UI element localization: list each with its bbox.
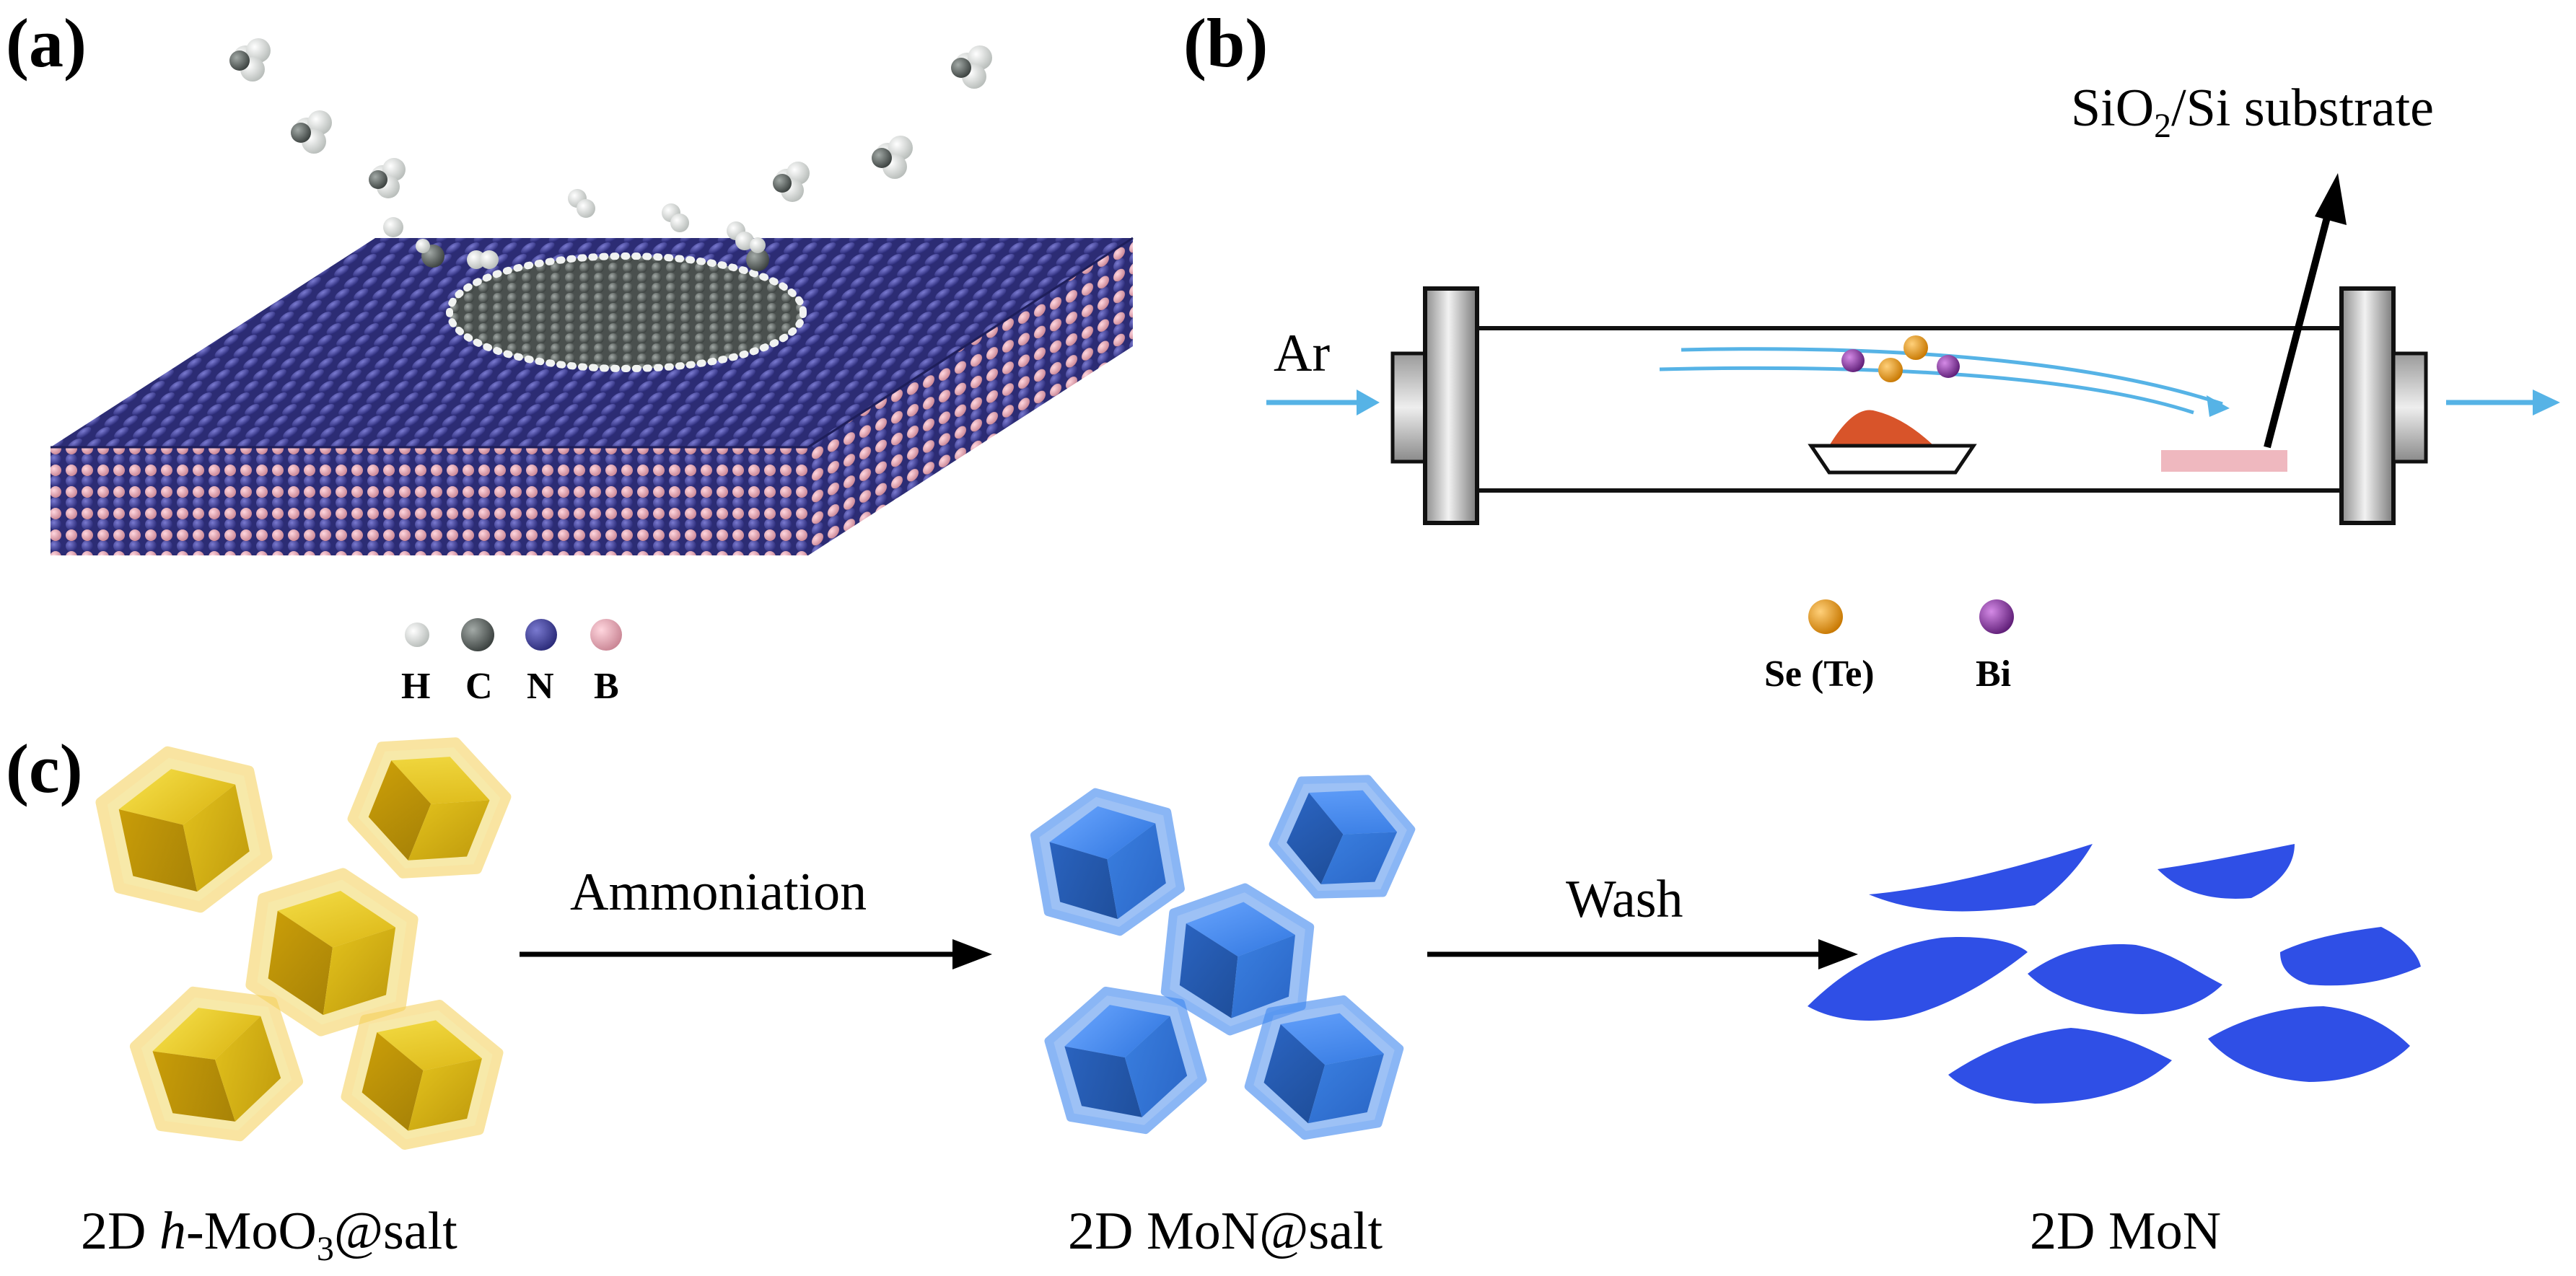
- legend-n: N: [527, 666, 554, 707]
- nitrogen-sphere: [525, 619, 557, 651]
- legend-se-te: Se (Te): [1764, 654, 1875, 695]
- sio2-si-substrate: [2161, 450, 2287, 472]
- legend-h: H: [401, 666, 431, 707]
- mo-o3-salt-cubes: [94, 717, 518, 1161]
- flow-line-upper: [1681, 347, 2223, 406]
- hydrogen-sphere: [405, 622, 429, 647]
- carbon-sphere: [461, 618, 494, 651]
- legend-bi: Bi: [1976, 654, 2012, 695]
- se-atom: [1903, 335, 1928, 360]
- mon-nanosheets: [1808, 844, 2421, 1104]
- right-flange: [2339, 286, 2396, 525]
- ammoniation-label: Ammoniation: [570, 863, 867, 922]
- left-flange: [1423, 286, 1479, 525]
- graphene-island: [446, 252, 807, 372]
- bi-legend-sphere: [1979, 599, 2014, 634]
- right-endcap: [2391, 351, 2428, 464]
- legend-c: C: [465, 666, 493, 707]
- boat: [1808, 444, 1977, 475]
- legend-b: B: [594, 666, 619, 707]
- hbn-front-face: [51, 447, 808, 555]
- se-atom: [1878, 358, 1903, 382]
- precursor-powder: [1829, 410, 1934, 446]
- mon-label: 2D MoN: [2030, 1202, 2222, 1261]
- wash-label: Wash: [1566, 870, 1683, 929]
- mon-salt-cubes: [1029, 754, 1423, 1154]
- panel-a-legend-spheres: [405, 618, 622, 651]
- methane-molecules: [229, 38, 992, 271]
- bi-atom: [1841, 349, 1865, 372]
- panel-b-label: (b): [1183, 4, 1269, 82]
- ar-label: Ar: [1274, 324, 1331, 383]
- substrate-pointer-arrow: [2264, 208, 2333, 449]
- boron-sphere: [590, 619, 622, 651]
- substrate-label: SiO2/Si substrate: [2071, 79, 2434, 145]
- mo-o3-salt-label: 2D h-MoO3@salt: [81, 1202, 457, 1268]
- panel-c-label: (c): [6, 730, 83, 807]
- flow-line-lower: [1659, 366, 2194, 415]
- mon-salt-label: 2D MoN@salt: [1068, 1202, 1383, 1261]
- bi-atom: [1937, 355, 1960, 378]
- se-legend-sphere: [1808, 599, 1843, 634]
- panel-a-label: (a): [6, 4, 87, 82]
- hbn-right-face: [808, 238, 1133, 555]
